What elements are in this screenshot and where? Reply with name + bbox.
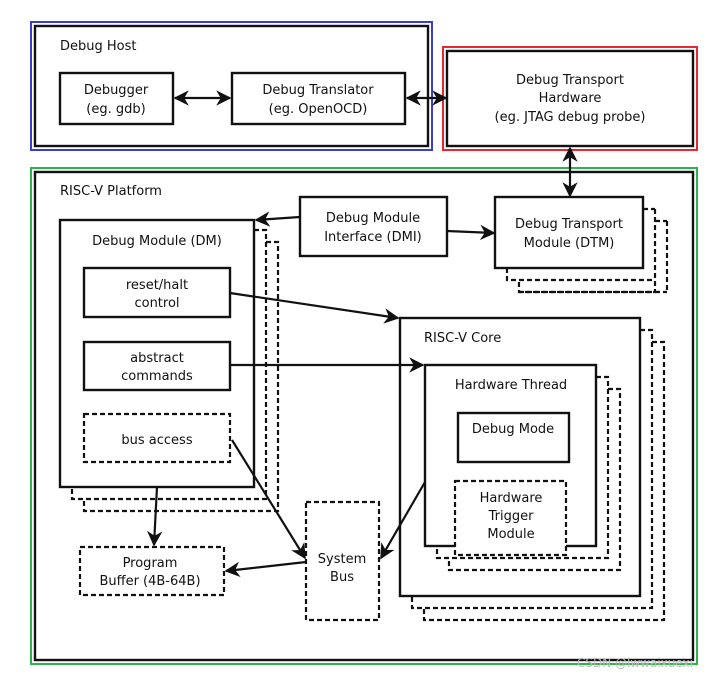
debugger-box: Debugger (eg. gdb) [58, 71, 175, 126]
dtm-label-1: Debug Transport [515, 217, 623, 232]
debug-mode-box: Debug Mode [456, 411, 571, 464]
reset-halt-control-box: reset/halt control [82, 266, 232, 319]
program-buffer-label-2: Buffer (4B-64B) [99, 574, 200, 589]
transport-hw-label-3: (eg. JTAG debug probe) [495, 110, 646, 125]
platform-title: RISC-V Platform [60, 184, 162, 199]
debugger-sublabel: (eg. gdb) [86, 102, 145, 117]
bus-access-label: bus access [121, 433, 192, 448]
watermark: CSDN @lwwaixuexi [577, 656, 693, 670]
program-buffer-label-1: Program [123, 556, 178, 571]
transport-hw-label-2: Hardware [539, 91, 602, 106]
trigger-label-3: Module [487, 527, 534, 542]
system-bus-label-2: Bus [330, 570, 354, 585]
dtm-box: Debug Transport Module (DTM) [493, 195, 669, 294]
trigger-label-2: Trigger [488, 509, 534, 524]
reset-halt-core-arrow [229, 291, 400, 324]
abstract-commands-box: abstract commands [82, 340, 232, 392]
dm-title: Debug Module (DM) [92, 234, 222, 249]
debug-host-group: Debug Host Debugger (eg. gdb) Debug Tran… [30, 21, 433, 151]
abstract-label-1: abstract [130, 351, 184, 366]
bus-access-system-bus-arrow [231, 439, 306, 560]
thread-title: Hardware Thread [455, 378, 567, 393]
translator-sublabel: (eg. OpenOCD) [269, 102, 368, 117]
reset-halt-label-1: reset/halt [126, 278, 188, 293]
hardware-trigger-module-box: Hardware Trigger Module [453, 479, 568, 557]
system-bus-box: System Bus [304, 500, 381, 622]
debug-translator-box: Debug Translator (eg. OpenOCD) [230, 71, 407, 126]
program-buffer-box: Program Buffer (4B-64B) [78, 545, 226, 597]
bus-access-box: bus access [82, 412, 232, 464]
debug-transport-hardware: Debug Transport Hardware (eg. JTAG debug… [442, 46, 698, 151]
hardware-thread-box: Hardware Thread Debug Mode Hardware Trig… [423, 363, 622, 572]
debug-module-box: Debug Module (DM) reset/halt control abs… [58, 218, 280, 513]
debug-mode-label: Debug Mode [472, 422, 554, 437]
transport-hw-label-1: Debug Transport [516, 73, 624, 88]
debugger-label: Debugger [84, 83, 149, 98]
core-title: RISC-V Core [424, 331, 501, 346]
trigger-label-1: Hardware [480, 491, 543, 506]
dmi-label-2: Interface (DMI) [324, 230, 422, 245]
abstract-label-2: commands [121, 369, 193, 384]
translator-label: Debug Translator [262, 83, 374, 98]
system-bus-program-buffer-arrow [224, 560, 307, 578]
dmi-label-1: Debug Module [326, 211, 420, 226]
debug-host-title: Debug Host [60, 39, 136, 54]
dmi-box: Debug Module Interface (DMI) [298, 195, 449, 258]
dtm-label-2: Module (DTM) [524, 236, 615, 251]
dmi-dm-arrow [254, 211, 301, 227]
dm-program-buffer-arrow [147, 486, 163, 547]
risc-v-core-box: RISC-V Core Hardware Thread Debug Mode H… [398, 316, 666, 622]
reset-halt-label-2: control [134, 296, 179, 311]
dmi-dtm-arrow [446, 224, 496, 241]
system-bus-label-1: System [318, 552, 366, 567]
debug-host-frame [30, 21, 433, 151]
thread-system-bus-arrow [380, 481, 426, 560]
